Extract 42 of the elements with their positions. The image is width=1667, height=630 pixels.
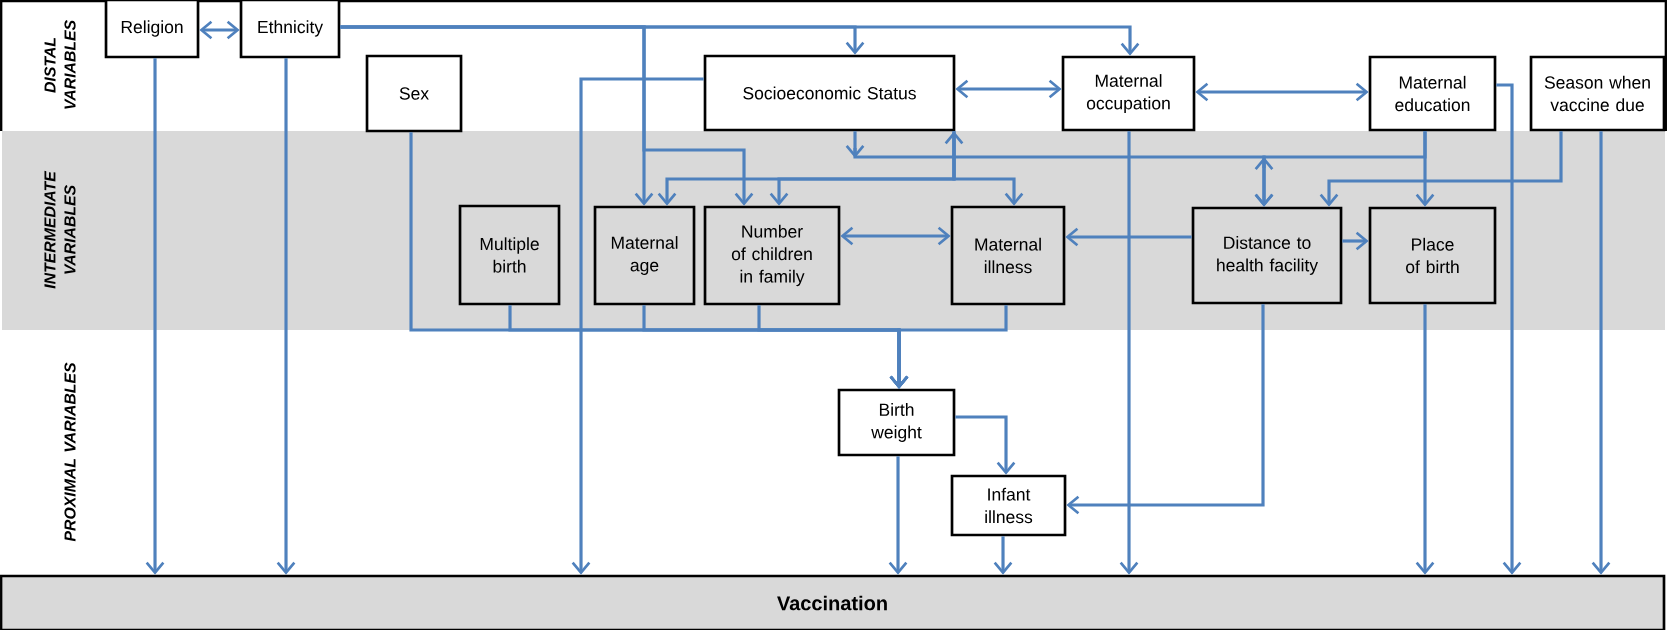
variable-box: Maternal age — [593, 205, 696, 306]
band-label: DISTAL VARIABLES — [44, 20, 76, 109]
variable-box: Season when vaccine due — [1529, 55, 1666, 132]
arrow — [1065, 227, 1192, 247]
variable-box: Maternal education — [1368, 55, 1497, 132]
arrow — [952, 131, 1024, 206]
arrow — [340, 25, 754, 206]
arrow — [955, 415, 1016, 475]
arrow — [571, 77, 704, 575]
variable-box: Sex — [365, 54, 463, 133]
arrow — [993, 536, 1013, 575]
arrow — [1415, 304, 1435, 575]
variable-box: Religion — [104, 0, 200, 59]
arrow — [199, 20, 240, 40]
arrow — [1496, 83, 1522, 575]
variable-box: Number of children in family — [703, 205, 841, 306]
arrow — [955, 79, 1062, 99]
arrow — [1319, 131, 1563, 207]
arrow — [1119, 131, 1139, 575]
arrow — [1591, 131, 1611, 575]
arrow — [889, 305, 1008, 389]
arrow — [657, 131, 964, 206]
variable-box: Maternal illness — [950, 205, 1066, 306]
variable-box: Multiple birth — [458, 204, 561, 306]
arrow — [1342, 231, 1369, 251]
variable-box: Socioeconomic Status — [703, 54, 956, 132]
outcome-box: Vaccination — [0, 574, 1666, 630]
variable-box: Infant illness — [950, 474, 1067, 537]
variable-box: Place of birth — [1368, 206, 1497, 305]
arrow — [1415, 131, 1435, 207]
band-label: PROXIMAL VARIABLES — [64, 362, 76, 542]
variable-box: Birth weight — [837, 388, 956, 457]
variable-box: Ethnicity — [239, 0, 341, 59]
variable-box: Maternal occupation — [1061, 55, 1196, 132]
variable-box: Distance to health facility — [1191, 206, 1343, 305]
arrow — [145, 58, 165, 575]
arrow — [1066, 304, 1265, 515]
arrow — [888, 456, 908, 575]
arrow — [840, 226, 951, 246]
arrow — [276, 58, 296, 575]
arrow — [1195, 82, 1369, 102]
band-label: INTERMEDIATE VARIABLES — [44, 170, 76, 289]
